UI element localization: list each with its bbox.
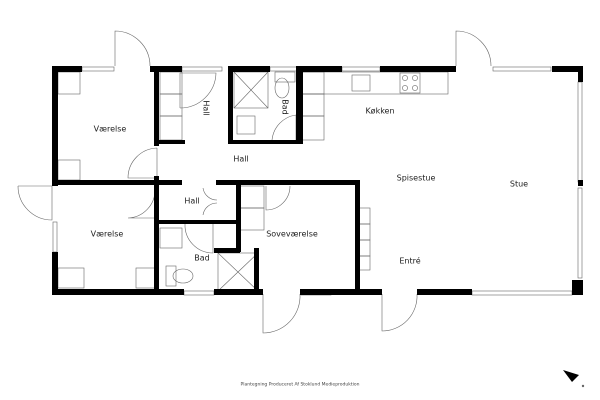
north-arrow-icon	[563, 370, 585, 388]
room-label-hall-vertical: Hall	[201, 100, 211, 116]
room-label-stue: Stue	[509, 179, 529, 189]
credit-text: Plantegning Produceret Af Stoklund Medie…	[240, 382, 360, 388]
room-label-spisestue: Spisestue	[396, 173, 436, 183]
room-label-hall-main: Hall	[233, 154, 249, 164]
room-label-sovevaerelse: Soveværelse	[266, 229, 318, 239]
room-label-vaerelse-2: Værelse	[90, 229, 124, 239]
room-label-bad-1: Bad	[280, 99, 290, 115]
room-label-entre: Entré	[399, 256, 421, 266]
room-label-vaerelse-1: Værelse	[93, 124, 127, 134]
room-label-hall-small: Hall	[184, 196, 200, 206]
room-label-bad-2: Bad	[194, 253, 210, 263]
room-label-koekken: Køkken	[365, 106, 395, 116]
walls	[52, 66, 583, 295]
